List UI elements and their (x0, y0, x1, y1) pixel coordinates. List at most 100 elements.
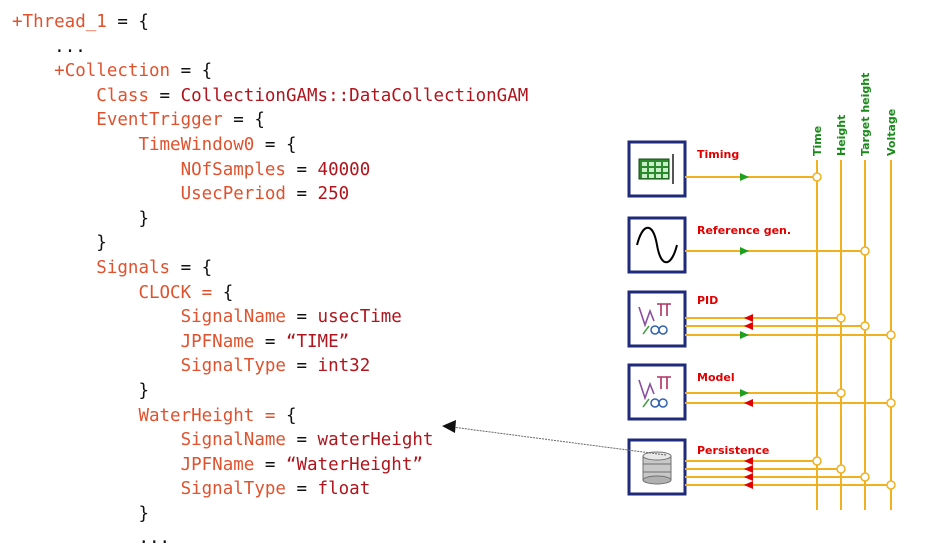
chip-cell (649, 174, 654, 178)
code-punct: = { (106, 12, 149, 32)
arrow-to-module (744, 457, 753, 465)
math-loop (658, 325, 668, 335)
math-formula-icon (638, 376, 671, 408)
database-icon (642, 451, 672, 485)
code-line: +Collection = { (12, 59, 528, 84)
code-line: SignalType = float (12, 477, 528, 502)
math-formula-icon (638, 303, 671, 335)
arrow-to-module (744, 314, 753, 322)
chip-cell (642, 168, 647, 172)
arrow-to-module (744, 322, 753, 330)
arrow-to-bus (740, 247, 749, 255)
db-top (642, 451, 672, 461)
code-value: float (317, 479, 371, 500)
code-line: TimeWindow0 = { (12, 133, 528, 158)
code-key: Class (96, 85, 149, 106)
arrow-to-module (744, 481, 753, 489)
code-line: JPFName = “TIME” (12, 330, 528, 355)
code-line: EventTrigger = { (12, 108, 528, 133)
code-line: } (12, 502, 528, 527)
code-punct: = (285, 356, 318, 377)
db-bottom (642, 475, 672, 485)
module-label: Persistence (697, 444, 769, 457)
code-punct: } (96, 233, 107, 254)
junction-dot (860, 246, 870, 256)
code-punct: = { (222, 110, 265, 131)
code-value: waterHeight (317, 430, 434, 451)
code-punct: ... (138, 528, 171, 549)
code-key: TimeWindow0 (138, 134, 255, 155)
bus-label: Time (811, 126, 824, 156)
code-punct: = (254, 331, 286, 352)
module-box (627, 290, 687, 348)
code-line: UsecPeriod = 250 (12, 182, 528, 207)
chip-cell (663, 162, 668, 166)
chip-cell (656, 174, 661, 178)
bus-label: Target height (859, 73, 872, 156)
code-punct: = (285, 159, 318, 180)
code-punct: } (138, 503, 149, 524)
code-punct: = (285, 184, 318, 205)
math-stroke (642, 398, 650, 408)
math-stroke (638, 379, 655, 401)
code-punct: = { (170, 257, 213, 278)
code-key: SignalName (180, 307, 286, 328)
module-pid: PID (627, 290, 718, 348)
code-line: Signals = { (12, 256, 528, 281)
code-punct: = { (170, 61, 213, 82)
annotation-arrowhead (442, 420, 456, 433)
code-key: +Collection (54, 61, 171, 82)
code-line: +Thread_1 = { (12, 10, 528, 35)
code-key: UsecPeriod (180, 184, 286, 205)
junction-dot (886, 398, 896, 408)
code-punct: = (285, 430, 318, 451)
code-value: int32 (317, 356, 371, 377)
arrow-to-module (744, 473, 753, 481)
junction-dot (812, 456, 822, 466)
code-line: ... (12, 35, 528, 60)
bus-label: Voltage (885, 109, 898, 156)
math-pi (657, 303, 671, 316)
code-line: } (12, 379, 528, 404)
module-label: PID (697, 294, 718, 307)
code-value: “TIME” (285, 331, 350, 352)
sine-curve (636, 226, 678, 264)
chip-cell (642, 174, 647, 178)
arrow-to-module (744, 399, 753, 407)
code-punct: = (285, 307, 318, 328)
math-stroke (638, 306, 655, 328)
junction-dot (836, 388, 846, 398)
timing-board-icon (638, 154, 674, 184)
code-line: } (12, 207, 528, 232)
chip-cell (649, 162, 654, 166)
sine-wave-icon (636, 226, 678, 264)
code-key: SignalName (180, 430, 286, 451)
code-punct: = (254, 454, 286, 475)
code-punct: { (285, 405, 297, 426)
chip-cell (663, 168, 668, 172)
code-line: WaterHeight = { (12, 404, 528, 429)
arrow-to-bus (740, 331, 749, 339)
code-line: NOfSamples = 40000 (12, 158, 528, 183)
code-listing: +Thread_1 = { ... +Collection = { Class … (12, 10, 528, 551)
code-key: Signals (96, 257, 171, 278)
code-key: WaterHeight = (138, 405, 286, 426)
junction-dot (812, 172, 822, 182)
chip-cell (656, 168, 661, 172)
module-timing: Timing (627, 140, 739, 198)
code-key: +Thread_1 (12, 12, 107, 32)
code-key: SignalType (180, 356, 286, 377)
chip-cell (663, 174, 668, 178)
junction-dot (860, 321, 870, 331)
math-stroke (642, 325, 650, 335)
module-box (627, 363, 687, 421)
code-value: 250 (317, 184, 350, 205)
code-value: “WaterHeight” (285, 454, 423, 475)
junction-dot (860, 472, 870, 482)
arrow-to-bus (740, 389, 749, 397)
chip-cell (656, 162, 661, 166)
code-line: } (12, 231, 528, 256)
junction-dot (886, 330, 896, 340)
code-key: SignalType (180, 479, 286, 500)
